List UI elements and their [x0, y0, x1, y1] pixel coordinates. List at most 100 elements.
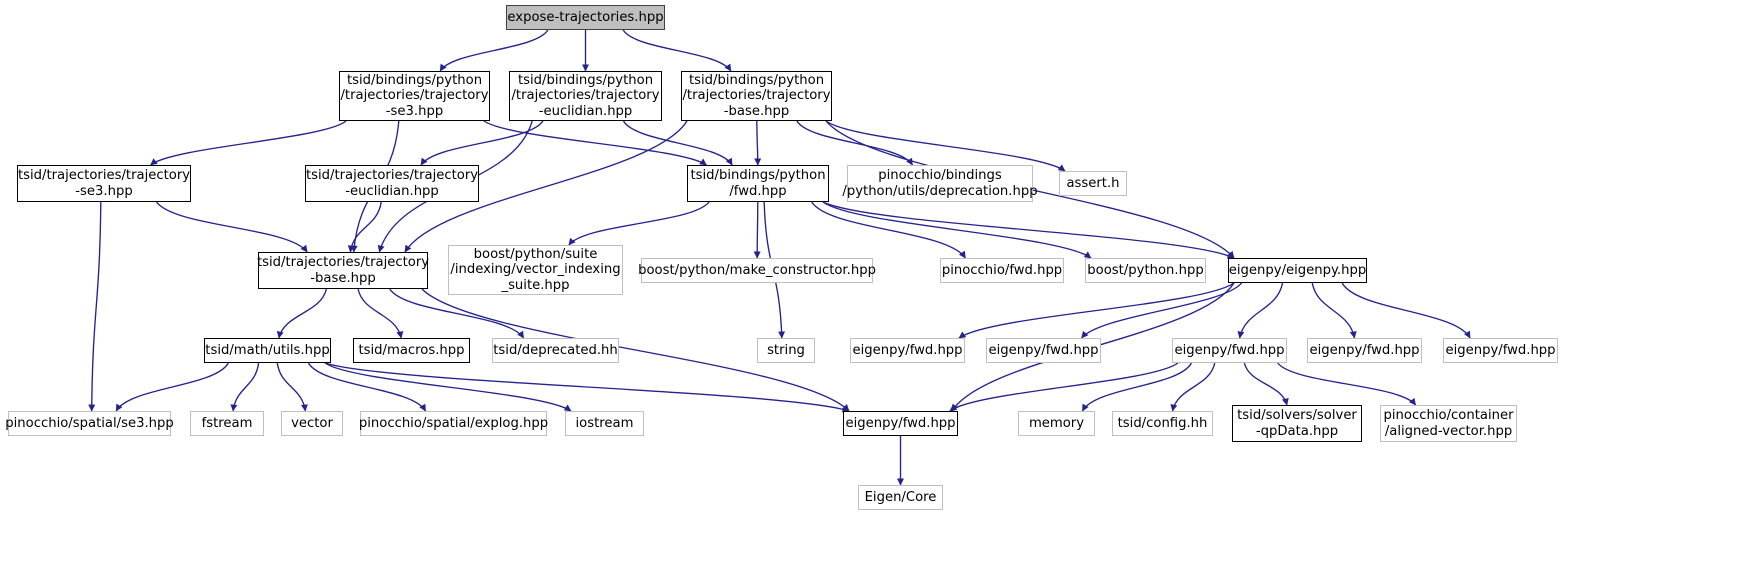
graph-node-macros[interactable]: tsid/macros.hpp [353, 338, 470, 363]
graph-node-label: tsid/math/utils.hpp [205, 342, 330, 358]
graph-node-pin_deprec[interactable]: pinocchio/bindings /python/utils/depreca… [842, 165, 1038, 202]
graph-edge-tsid_fwd-to-eigenpy_eigenpy [822, 201, 1235, 259]
graph-node-traj_base[interactable]: tsid/trajectories/trajectory -base.hpp [257, 252, 429, 289]
graph-node-label: string [767, 342, 805, 358]
graph-node-label: boost/python/make_constructor.hpp [638, 262, 876, 278]
graph-edge-traj_base-to-macros [357, 288, 404, 339]
graph-node-boost_vec_idx[interactable]: boost/python/suite /indexing/vector_inde… [448, 245, 623, 295]
graph-node-pin_fwd[interactable]: pinocchio/fwd.hpp [940, 258, 1064, 283]
graph-node-bind_eucl[interactable]: tsid/bindings/python /trajectories/traje… [509, 71, 662, 121]
graph-edge-bind_se3-to-traj_se3 [150, 120, 347, 166]
graph-node-iostream[interactable]: iostream [565, 411, 644, 436]
graph-node-label: tsid/solvers/solver -qpData.hpp [1237, 408, 1357, 439]
graph-edge-eigenpy_fwd_3-to-pin_aligned [1277, 362, 1417, 406]
graph-node-label: tsid/bindings/python /trajectories/traje… [682, 72, 831, 119]
graph-node-label: pinocchio/spatial/se3.hpp [5, 415, 174, 431]
graph-edge-math_utils-to-vector [276, 362, 308, 412]
graph-node-eigenpy_fwd_3[interactable]: eigenpy/fwd.hpp [1172, 338, 1287, 363]
graph-node-label: assert.h [1066, 175, 1120, 191]
graph-edge-eigenpy_fwd_3-to-qpdata [1243, 362, 1289, 406]
graph-node-eigenpy_fwd_5[interactable]: eigenpy/fwd.hpp [1443, 338, 1558, 363]
graph-node-label: pinocchio/fwd.hpp [941, 262, 1063, 278]
graph-edge-bind_eucl-to-traj_eucl [420, 120, 544, 166]
graph-node-qpdata[interactable]: tsid/solvers/solver -qpData.hpp [1232, 405, 1362, 442]
graph-edge-bind_base-to-pin_deprec [796, 120, 914, 166]
graph-node-eigenpy_eigenpy[interactable]: eigenpy/eigenpy.hpp [1228, 258, 1367, 283]
graph-node-math_utils[interactable]: tsid/math/utils.hpp [204, 338, 331, 363]
graph-node-tsid_config[interactable]: tsid/config.hh [1112, 411, 1213, 436]
graph-edge-math_utils-to-eigenpy_fwd_6 [324, 362, 850, 413]
graph-node-label: eigenpy/fwd.hpp [988, 342, 1099, 358]
graph-edge-tsid_fwd-to-boost_vec_idx [568, 201, 710, 246]
graph-node-label: tsid/trajectories/trajectory -se3.hpp [17, 168, 191, 199]
graph-node-label: eigenpy/fwd.hpp [1309, 342, 1420, 358]
graph-node-eigenpy_fwd_6[interactable]: eigenpy/fwd.hpp [843, 411, 958, 436]
graph-edge-tsid_fwd-to-pin_fwd [811, 201, 966, 259]
graph-edge-eigenpy_fwd_3-to-memory [1081, 362, 1193, 412]
graph-node-pin_aligned[interactable]: pinocchio/container /aligned-vector.hpp [1380, 405, 1517, 442]
graph-edge-math_utils-to-pin_se3 [115, 362, 229, 412]
graph-node-label: fstream [201, 415, 253, 431]
graph-node-vector[interactable]: vector [281, 411, 343, 436]
graph-node-pin_se3[interactable]: pinocchio/spatial/se3.hpp [5, 411, 174, 436]
graph-node-label: tsid/macros.hpp [358, 342, 465, 358]
graph-edge-tsid_fwd-to-boost_makector [753, 201, 761, 259]
graph-edge-math_utils-to-pin_explog [307, 362, 427, 412]
graph-edge-eigenpy_eigenpy-to-eigenpy_fwd_3 [1237, 282, 1284, 339]
graph-node-label: tsid/config.hh [1117, 415, 1208, 431]
graph-node-traj_se3[interactable]: tsid/trajectories/trajectory -se3.hpp [17, 165, 191, 202]
graph-node-label: eigenpy/fwd.hpp [845, 415, 956, 431]
graph-node-label: memory [1028, 415, 1085, 431]
graph-edge-eigenpy_eigenpy-to-eigenpy_fwd_2 [1081, 282, 1243, 339]
graph-edge-traj_base-to-math_utils [276, 288, 328, 339]
graph-edge-bind_base-to-tsid_fwd [754, 120, 762, 166]
graph-node-traj_eucl[interactable]: tsid/trajectories/trajectory -euclidian.… [305, 165, 479, 202]
graph-node-label: pinocchio/spatial/explog.hpp [358, 415, 549, 431]
graph-node-label: expose-trajectories.hpp [507, 9, 664, 25]
graph-node-label: pinocchio/container /aligned-vector.hpp [1383, 408, 1514, 439]
graph-node-label: tsid/trajectories/trajectory -euclidian.… [305, 168, 479, 199]
graph-node-label: iostream [575, 415, 634, 431]
graph-node-eigenpy_fwd_1[interactable]: eigenpy/fwd.hpp [850, 338, 965, 363]
graph-node-root[interactable]: expose-trajectories.hpp [506, 5, 665, 30]
graph-edge-tsid_fwd-to-boost_python [822, 201, 1092, 259]
graph-node-label: eigenpy/fwd.hpp [1174, 342, 1285, 358]
graph-node-label: eigenpy/eigenpy.hpp [1228, 262, 1367, 278]
graph-edge-eigenpy_eigenpy-to-eigenpy_fwd_4 [1311, 282, 1357, 339]
graph-edge-eigenpy_fwd_3-to-tsid_config [1170, 362, 1216, 412]
graph-node-label: boost/python/suite /indexing/vector_inde… [450, 246, 621, 293]
graph-edge-traj_base-to-deprecated_hh [389, 288, 525, 339]
graph-node-eigenpy_fwd_4[interactable]: eigenpy/fwd.hpp [1307, 338, 1422, 363]
graph-node-label: tsid/trajectories/trajectory -base.hpp [256, 255, 430, 286]
graph-node-boost_makector[interactable]: boost/python/make_constructor.hpp [638, 258, 876, 283]
graph-edge-root-to-bind_se3 [439, 29, 549, 72]
graph-node-assert_h[interactable]: assert.h [1059, 171, 1127, 196]
graph-node-bind_base[interactable]: tsid/bindings/python /trajectories/traje… [681, 71, 832, 121]
graph-node-label: tsid/bindings/python /trajectories/traje… [340, 72, 489, 119]
graph-node-label: tsid/deprecated.hh [493, 342, 618, 358]
graph-edge-math_utils-to-fstream [230, 362, 260, 412]
graph-node-fstream[interactable]: fstream [190, 411, 264, 436]
graph-node-label: pinocchio/bindings /python/utils/depreca… [842, 168, 1038, 199]
graph-node-label: Eigen/Core [864, 489, 937, 505]
graph-node-bind_se3[interactable]: tsid/bindings/python /trajectories/traje… [339, 71, 490, 121]
graph-node-eigenpy_fwd_2[interactable]: eigenpy/fwd.hpp [986, 338, 1101, 363]
graph-node-eigen_core[interactable]: Eigen/Core [858, 485, 943, 510]
graph-node-memory[interactable]: memory [1018, 411, 1095, 436]
graph-node-label: tsid/bindings/python /trajectories/traje… [511, 72, 660, 119]
graph-edge-bind_se3-to-tsid_fwd [483, 120, 707, 166]
graph-node-tsid_fwd[interactable]: tsid/bindings/python /fwd.hpp [687, 165, 829, 202]
graph-edge-math_utils-to-iostream [324, 362, 572, 412]
graph-edge-eigenpy_fwd_3-to-eigenpy_fwd_6 [949, 362, 1179, 412]
graph-node-boost_python[interactable]: boost/python.hpp [1085, 258, 1206, 283]
graph-edge-eigenpy_eigenpy-to-eigenpy_fwd_1 [958, 282, 1235, 339]
graph-node-pin_explog[interactable]: pinocchio/spatial/explog.hpp [359, 411, 548, 436]
graph-node-label: eigenpy/fwd.hpp [852, 342, 963, 358]
graph-edge-traj_eucl-to-traj_base [347, 201, 382, 253]
graph-node-label: boost/python.hpp [1087, 262, 1204, 278]
graph-node-string[interactable]: string [757, 338, 815, 363]
graph-node-label: vector [291, 415, 333, 431]
graph-edge-traj_se3-to-pin_se3 [88, 201, 102, 412]
graph-node-deprecated_hh[interactable]: tsid/deprecated.hh [492, 338, 619, 363]
graph-edge-traj_se3-to-traj_base [156, 201, 308, 253]
